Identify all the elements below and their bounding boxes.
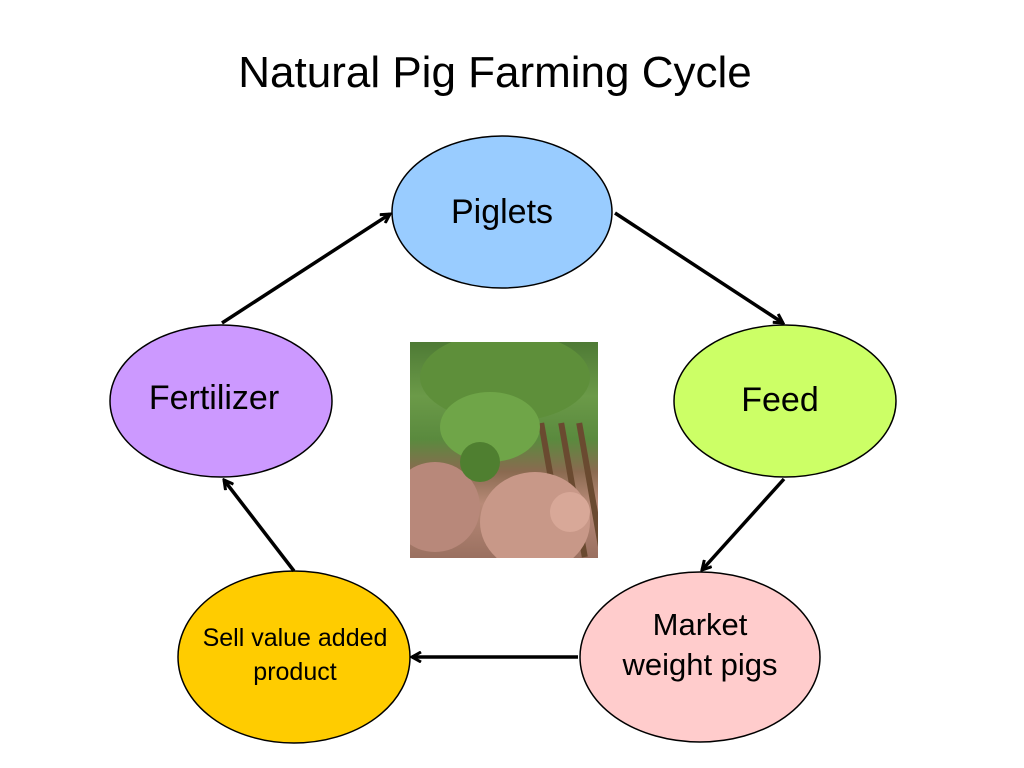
diagram-title: Natural Pig Farming Cycle bbox=[238, 48, 752, 97]
arrow-piglets-to-feed bbox=[614, 211, 783, 323]
label-sell: Sell value added product bbox=[178, 618, 412, 692]
arrow-sell-to-fertilizer bbox=[224, 480, 296, 573]
pigs-eating-leaves-photo bbox=[410, 342, 598, 558]
label-market-line2: weight pigs bbox=[622, 647, 778, 682]
label-sell-line1: Sell value added bbox=[202, 624, 388, 652]
label-fertilizer: Fertilizer bbox=[148, 378, 280, 417]
arrow-feed-to-market bbox=[702, 477, 786, 570]
node-piglets bbox=[391, 135, 613, 289]
label-market-line1: Market bbox=[652, 607, 748, 642]
label-sell-line2: product bbox=[253, 658, 337, 686]
label-piglets: Piglets bbox=[450, 192, 554, 231]
arrow-fertilizer-to-piglets bbox=[221, 214, 390, 325]
label-feed: Feed bbox=[741, 380, 819, 419]
node-feed bbox=[673, 324, 897, 478]
label-market: Market weight pigs bbox=[580, 600, 820, 690]
node-fertilizer bbox=[109, 324, 333, 478]
